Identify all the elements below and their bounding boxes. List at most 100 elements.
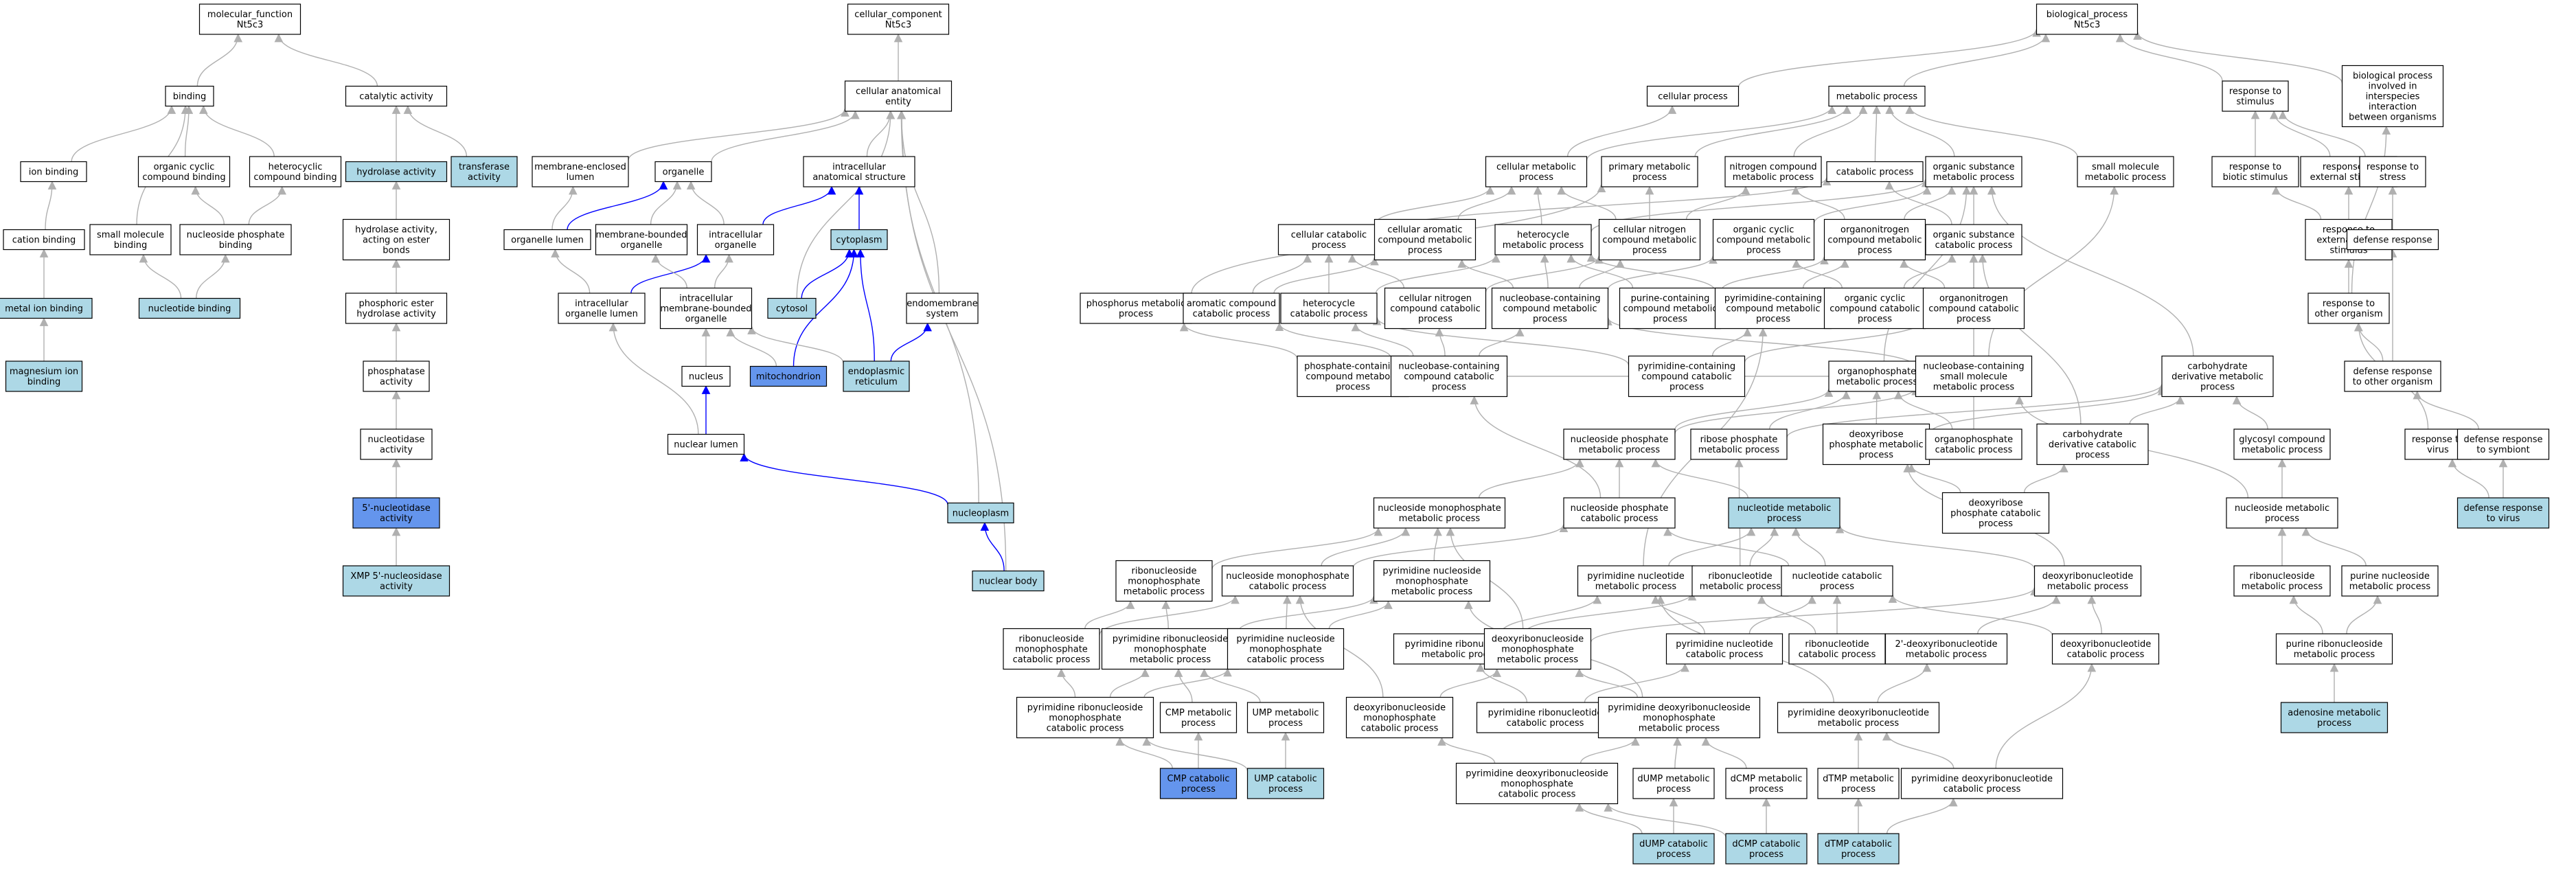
go-term-node-cytosol[interactable]: cytosol bbox=[767, 297, 817, 319]
go-term-node-cellproc[interactable]: cellular process bbox=[1646, 85, 1740, 107]
go-term-node-pyrdeoxymonocat[interactable]: pyrimidine deoxyribonucleosidemonophosph… bbox=[1455, 762, 1619, 805]
go-term-node-metproc[interactable]: metabolic process bbox=[1828, 85, 1926, 107]
go-term-node-nucleoplasm[interactable]: nucleoplasm bbox=[947, 502, 1014, 524]
go-term-node-catalytic[interactable]: catalytic activity bbox=[345, 85, 448, 107]
go-term-node-organelle[interactable]: organelle bbox=[654, 161, 712, 183]
go-term-node-nuclumen[interactable]: nuclear lumen bbox=[667, 433, 745, 455]
go-term-node-cation[interactable]: cation binding bbox=[3, 229, 85, 251]
go-term-node-metalion[interactable]: metal ion binding bbox=[0, 297, 93, 319]
go-term-node-orglumen[interactable]: organelle lumen bbox=[503, 229, 591, 251]
go-term-node-hydrolase[interactable]: hydrolase activity bbox=[345, 161, 448, 183]
go-term-node-nucbinding[interactable]: nucleotide binding bbox=[138, 297, 241, 319]
go-term-node-pyrribmono[interactable]: pyrimidine ribonucleosidemonophosphateme… bbox=[1101, 628, 1240, 670]
go-term-node-deoxymono[interactable]: deoxyribonucleosidemonophosphatemetaboli… bbox=[1483, 628, 1592, 670]
go-term-node-cytoplasm[interactable]: cytoplasm bbox=[830, 229, 888, 251]
go-term-node-deoxymonocat[interactable]: deoxyribonucleosidemonophosphatecataboli… bbox=[1345, 696, 1454, 739]
go-term-node-mito[interactable]: mitochondrion bbox=[749, 365, 828, 387]
go-term-node-nucleus[interactable]: nucleus bbox=[681, 365, 731, 387]
go-term-node-ionbinding[interactable]: ion binding bbox=[20, 161, 87, 183]
go-term-node-pyrdeoxynucl[interactable]: pyrimidine deoxyribonucleotidemetabolic … bbox=[1777, 702, 1940, 733]
go-term-node-nucbody[interactable]: nuclear body bbox=[972, 570, 1045, 592]
go-term-node-binding[interactable]: binding bbox=[165, 85, 214, 107]
